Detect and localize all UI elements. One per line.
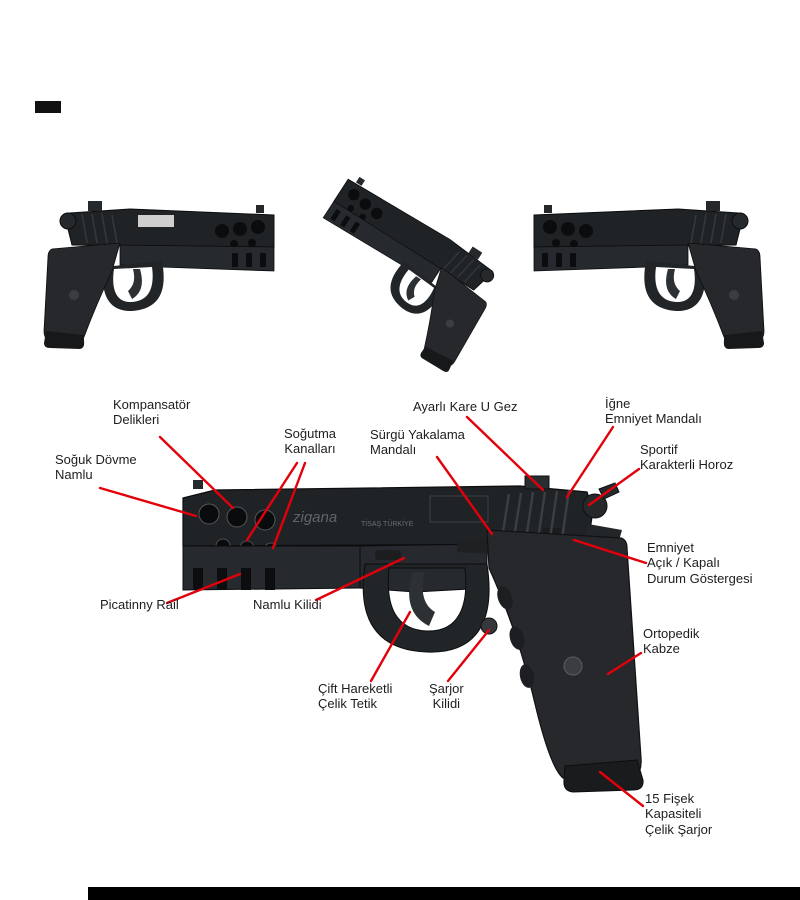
photo-angled-view: [287, 168, 514, 375]
trigger: [409, 572, 435, 626]
photo-left-side-view: [40, 185, 280, 350]
label-line: Sürgü Yakalama: [370, 427, 465, 442]
label-sportif-karakterli-horoz: Sportif Karakterli Horoz: [640, 442, 733, 473]
label-line: Sportif: [640, 442, 678, 457]
label-sogutma-kanallari: Soğutma Kanalları: [284, 426, 336, 457]
label-surgu-yakalama-mandali: Sürgü Yakalama Mandalı: [370, 427, 465, 458]
slide-logo-text: zigana: [292, 509, 337, 526]
label-line: Karakterli Horoz: [640, 457, 734, 473]
finger-grooves: [497, 586, 535, 688]
label-line: Kapasiteli: [645, 806, 702, 822]
label-line: Ayarlı Kare U Gez: [413, 399, 518, 414]
label-ayarli-kare-u-gez: Ayarlı Kare U Gez: [413, 399, 518, 414]
label-line: Çelik Şarjor: [645, 821, 713, 837]
photo-right-side-view: [528, 185, 768, 350]
label-line: Soğuk Dövme: [55, 452, 137, 467]
label-igne-emniyet-mandali: İğne Emniyet Mandalı: [605, 396, 702, 427]
label-line: Delikleri: [113, 412, 160, 428]
slide-plate-highlight: [138, 215, 174, 227]
pistol-angled-view-illustration: [287, 168, 514, 375]
label-line: Açık / Kapalı: [647, 555, 720, 571]
label-line: Çift Hareketli: [318, 681, 393, 696]
label-line: Emniyet Mandalı: [605, 411, 702, 427]
label-line: Kilidi: [432, 696, 461, 712]
front-sight: [193, 480, 203, 489]
label-ortopedik-kabze: Ortopedik Kabze: [643, 626, 699, 657]
label-soguk-dovme-namlu: Soğuk Dövme Namlu: [55, 452, 137, 483]
slide-origin-text: TİSAŞ TÜRKİYE: [361, 519, 414, 528]
label-line: İğne: [605, 396, 631, 411]
label-line: Namlu Kilidi: [253, 597, 322, 612]
grip-screw: [563, 656, 583, 676]
pistol-diagram-illustration: zigana TİSAŞ TÜRKİYE: [182, 475, 644, 793]
label-cift-hareketli-celik-tetik: Çift Hareketli Çelik Tetik: [318, 681, 392, 712]
label-line: Ortopedik: [643, 626, 700, 641]
takedown-lever: [375, 550, 401, 560]
pistol-left-view-illustration: [43, 200, 275, 350]
label-line: Soğutma: [284, 426, 337, 441]
label-kompansator-delikleri: Kompansatör Delikleri: [113, 397, 190, 428]
top-dash-mark: [35, 101, 61, 113]
label-line: Kabze: [643, 641, 680, 657]
slide-serrations: [500, 489, 571, 540]
rear-sight: [524, 475, 550, 490]
label-picatinny-rail: Picatinny Rail: [100, 597, 179, 612]
label-line: Şarjor: [429, 681, 464, 696]
label-line: Durum Göstergesi: [647, 570, 753, 586]
label-celik-sarjor: 15 Fişek Kapasiteli Çelik Şarjor: [645, 791, 712, 837]
magazine-baseplate: [563, 759, 644, 793]
label-emniyet-durum-gostergesi: Emniyet Açık / Kapalı Durum Göstergesi: [647, 540, 752, 586]
label-line: Kompansatör: [113, 397, 191, 412]
grip: [486, 529, 642, 785]
label-namlu-kilidi: Namlu Kilidi: [253, 597, 322, 612]
footer-bar: [88, 887, 800, 900]
label-line: Emniyet: [647, 540, 694, 555]
label-line: Picatinny Rail: [100, 597, 179, 612]
label-line: Mandalı: [370, 442, 417, 458]
label-line: Namlu: [55, 467, 93, 483]
label-sarjor-kilidi: Şarjor Kilidi: [429, 681, 464, 712]
label-line: 15 Fişek: [645, 791, 695, 806]
label-line: Kanalları: [284, 441, 336, 457]
pistol-right-view-illustration: [533, 200, 765, 350]
label-line: Çelik Tetik: [318, 696, 378, 712]
magazine-release: [480, 617, 498, 635]
